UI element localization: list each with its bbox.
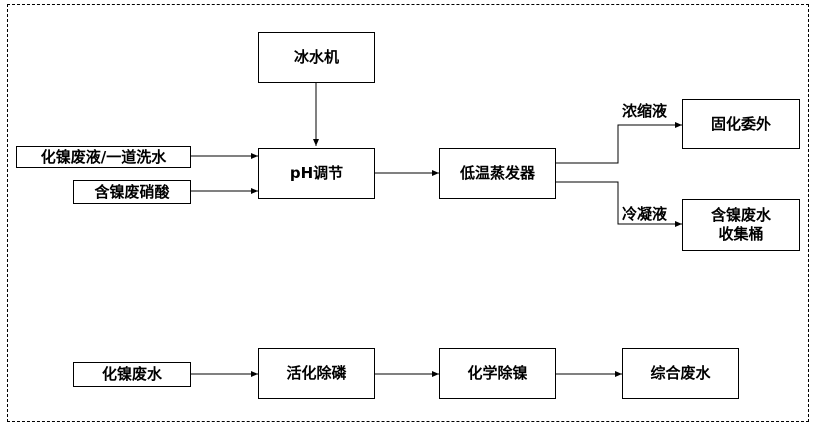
node-chem-denickel: 化学除镍 — [439, 348, 556, 399]
node-input-nitric: 含镍废硝酸 — [73, 180, 191, 204]
edge-label-concentrate: 浓缩液 — [622, 102, 668, 120]
arrow-evaporator-to-bucket — [556, 181, 682, 227]
node-solidify: 固化委外 — [682, 99, 800, 149]
arrow-evaporator-to-solidify — [556, 122, 682, 164]
node-activate-dephos: 活化除磷 — [258, 348, 375, 399]
edge-label-condensate: 冷凝液 — [622, 205, 668, 223]
node-ice-machine: 冰水机 — [258, 32, 375, 83]
node-combined-wastewater: 综合废水 — [622, 348, 739, 399]
node-nickel-wastewater: 化镍废水 — [73, 362, 191, 387]
diagram-border — [7, 4, 809, 422]
node-collect-bucket: 含镍废水 收集桶 — [682, 199, 800, 251]
node-ph-adjust: pH调节 — [258, 148, 375, 199]
node-input-waste: 化镍废液/一道洗水 — [16, 146, 191, 168]
node-evaporator: 低温蒸发器 — [439, 148, 556, 199]
